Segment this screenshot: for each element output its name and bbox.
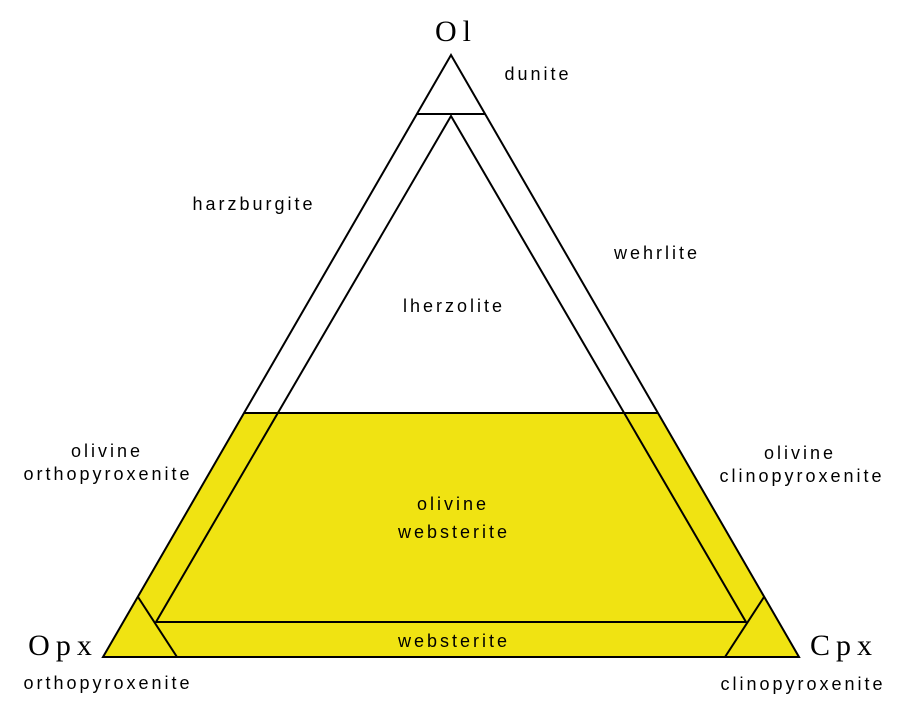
inner-triangle (154, 114, 748, 623)
field-label-orthopyroxenite: orthopyroxenite (23, 673, 192, 693)
field-label-olivine-clinopyroxenite-line1: olivine (764, 443, 836, 463)
field-label-olivine-orthopyroxenite-line2: orthopyroxenite (23, 464, 192, 484)
field-label-wehrlite: wehrlite (613, 243, 700, 263)
apex-label-opx: Opx (28, 629, 98, 662)
field-label-dunite: dunite (504, 64, 571, 84)
apex-label-cpx: Cpx (810, 629, 878, 662)
pyroxenite-field-highlight (103, 413, 799, 657)
field-label-clinopyroxenite: clinopyroxenite (720, 674, 885, 694)
field-label-harzburgite: harzburgite (192, 194, 315, 214)
cpx-corner-boundary-line (724, 596, 765, 658)
field-label-olivine-websterite-line1: olivine (417, 494, 489, 514)
field-label-olivine-websterite-line2: websterite (397, 522, 510, 542)
field-label-lherzolite: lherzolite (403, 296, 505, 316)
opx-corner-boundary-line (137, 596, 178, 658)
field-label-olivine-clinopyroxenite-line2: clinopyroxenite (719, 466, 884, 486)
outer-triangle (101, 53, 801, 658)
field-label-websterite: websterite (397, 631, 510, 651)
apex-label-ol: Ol (435, 15, 477, 48)
field-label-olivine-orthopyroxenite-line1: olivine (71, 441, 143, 461)
